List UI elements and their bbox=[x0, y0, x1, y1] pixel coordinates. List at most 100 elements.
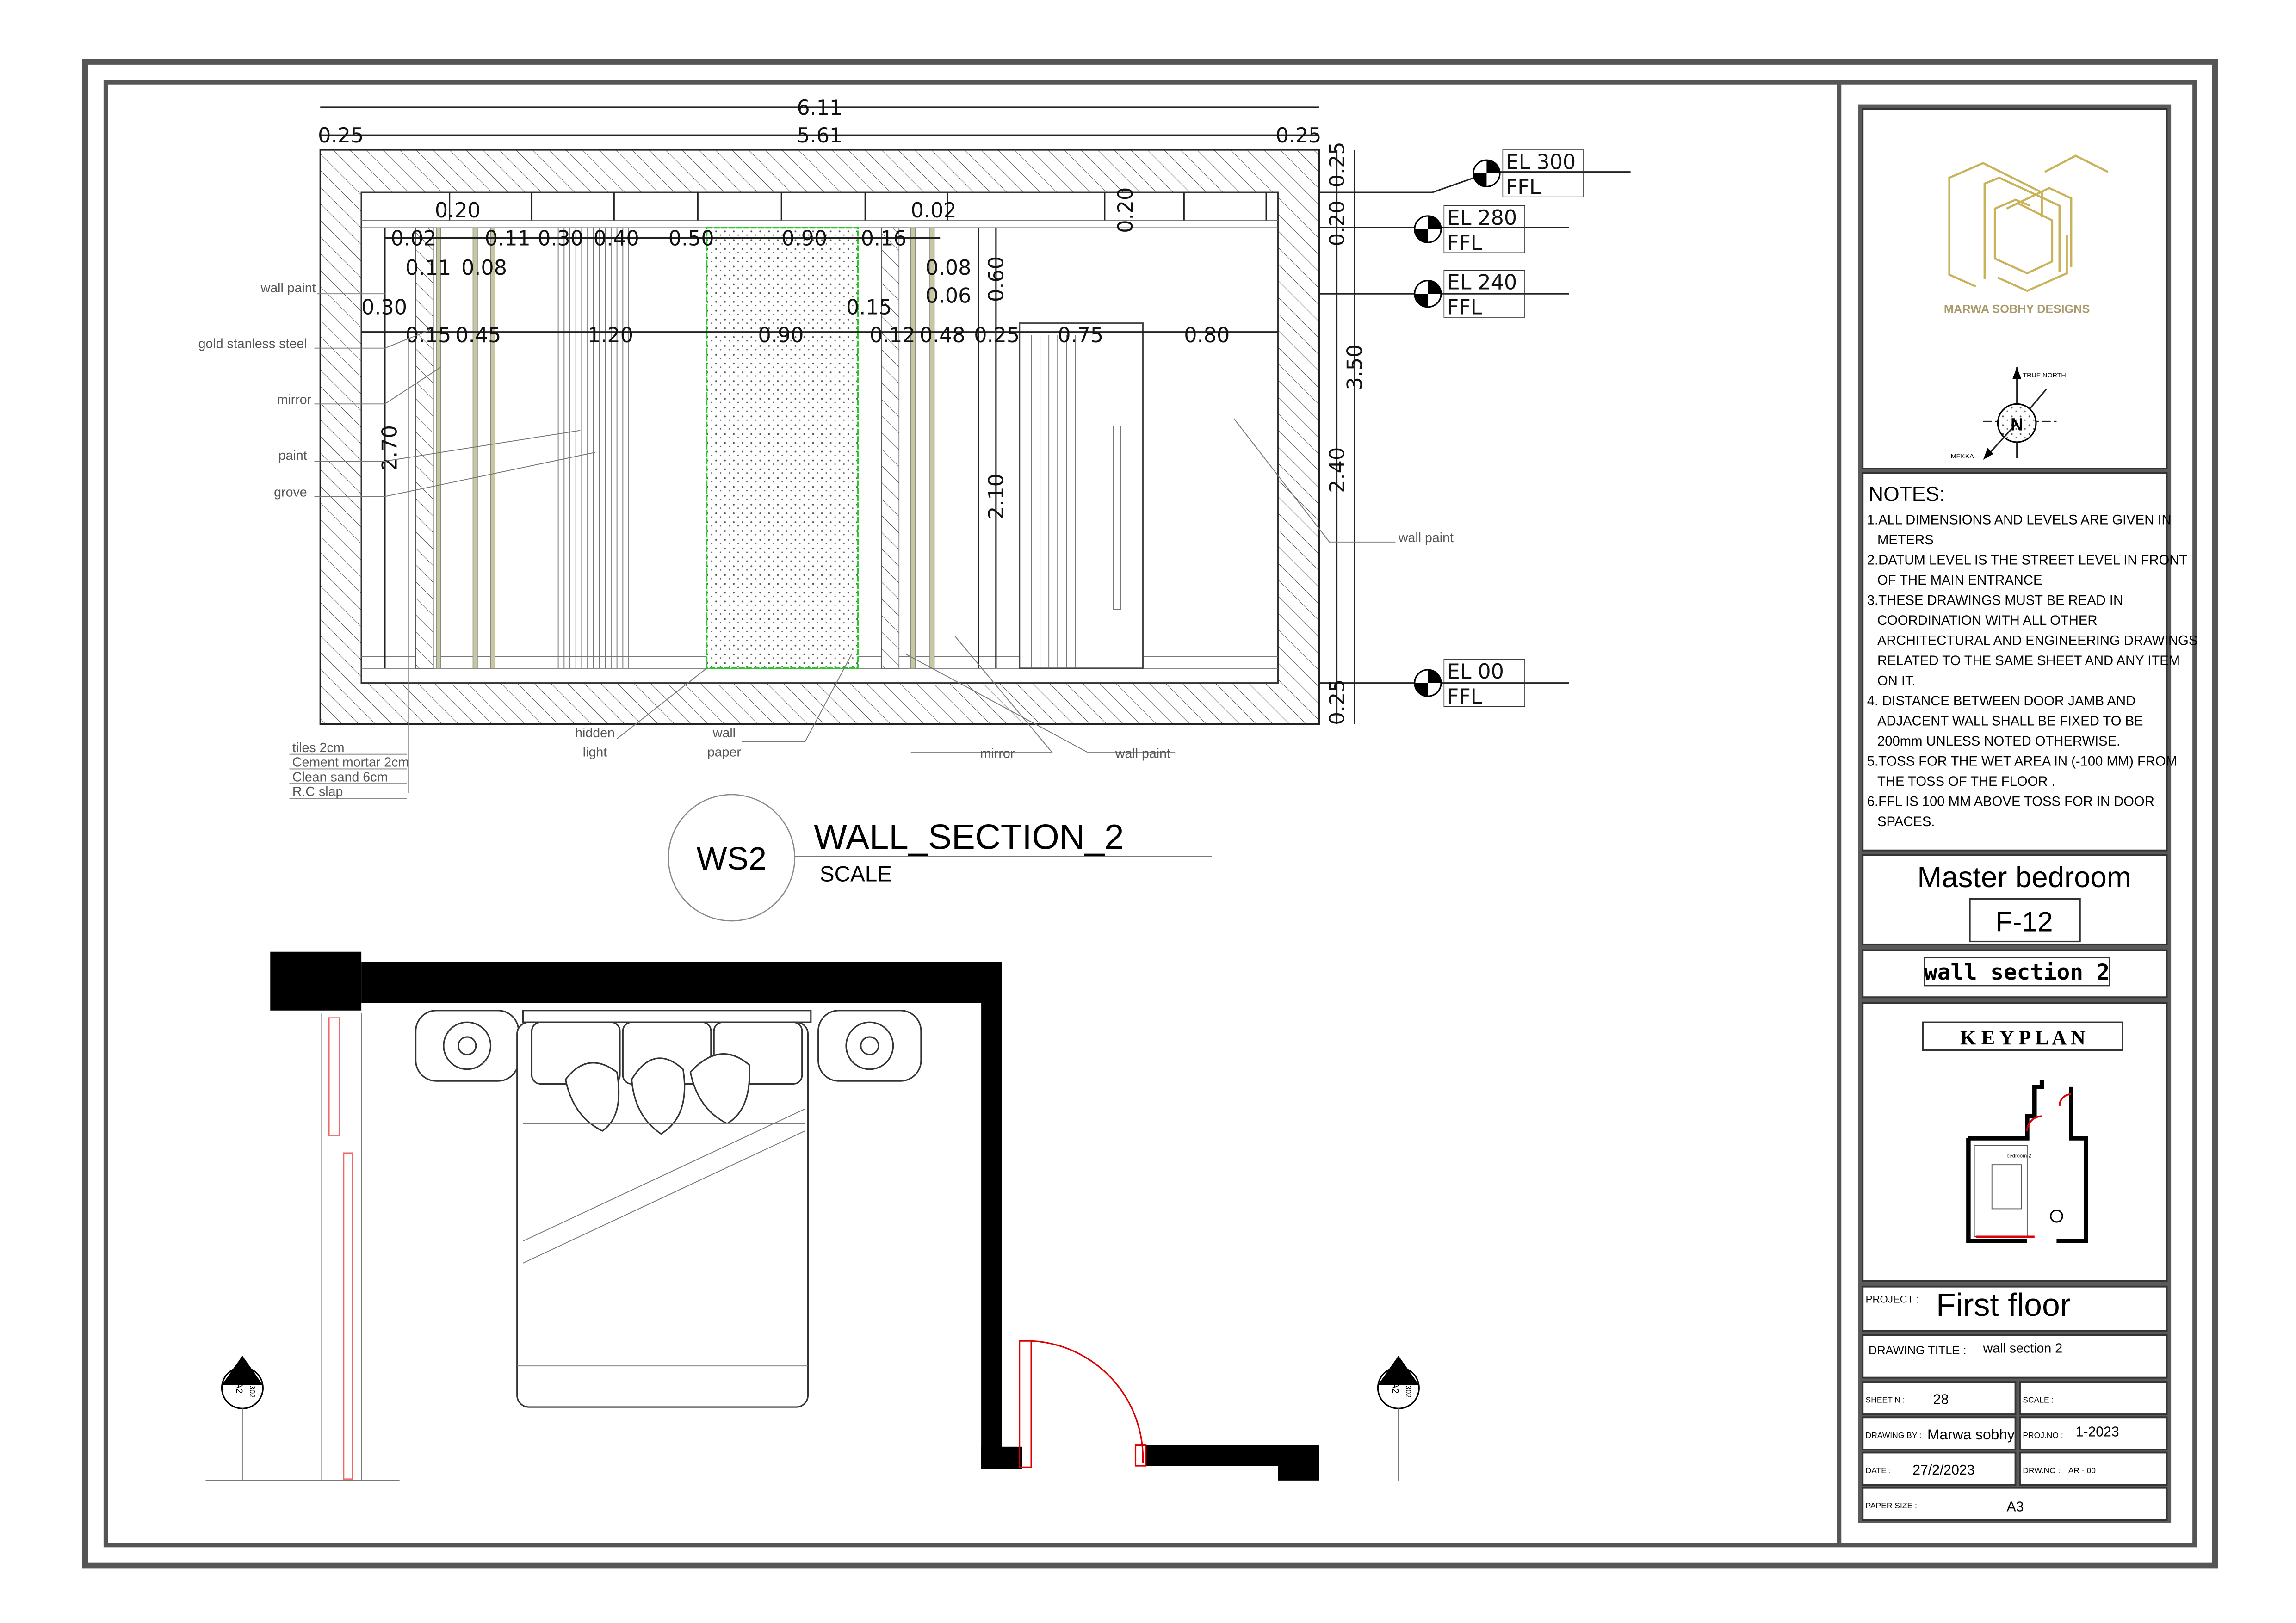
keyplan-drawing: bedroom 2 bbox=[1966, 1079, 2088, 1244]
dim-label: 0.20 bbox=[1114, 187, 1138, 233]
inner-frame bbox=[103, 80, 2197, 1548]
callout-label: grove bbox=[274, 485, 307, 500]
dim-label: 0.48 bbox=[920, 324, 965, 347]
note-line: METERS bbox=[1877, 533, 1934, 548]
dim-label: 0.45 bbox=[455, 324, 501, 347]
door-elevation bbox=[1019, 322, 1144, 669]
dim-label: 0.25 bbox=[1325, 142, 1349, 187]
dim-label: 0.16 bbox=[861, 227, 907, 250]
callout-label: hidden bbox=[575, 726, 615, 741]
sheet-title: wall section 2 bbox=[1924, 960, 2110, 985]
svg-text:bedroom 2: bedroom 2 bbox=[2006, 1153, 2031, 1159]
floor-plan: A2 A-302 A2 A-302 bbox=[205, 951, 1420, 1481]
note-line: RELATED TO THE SAME SHEET AND ANY ITEM bbox=[1877, 654, 2180, 668]
marker-sheet: A-302 bbox=[248, 1378, 256, 1398]
gold-strip bbox=[472, 227, 478, 669]
dim-label: 0.25 bbox=[1325, 679, 1349, 725]
mirror-panel-left bbox=[415, 227, 434, 669]
dim-label: 0.25 bbox=[318, 124, 364, 148]
paper-size-value: A3 bbox=[2006, 1500, 2024, 1515]
note-line: 6.FFL IS 100 MM ABOVE TOSS FOR IN DOOR bbox=[1867, 795, 2154, 809]
level-marker bbox=[1473, 159, 1501, 187]
callout-label: wall paint bbox=[1398, 531, 1454, 545]
dim-label: 3.50 bbox=[1343, 344, 1367, 390]
nightstand bbox=[817, 1010, 922, 1082]
proj-no-label: PROJ.NO : bbox=[2023, 1431, 2063, 1440]
dim-label: 0.80 bbox=[1184, 324, 1230, 347]
note-line: 2.DATUM LEVEL IS THE STREET LEVEL IN FRO… bbox=[1867, 553, 2188, 568]
level-marker bbox=[1414, 669, 1442, 697]
logo-text: MARWA SOBHY DESIGNS bbox=[1944, 302, 2090, 315]
drawing-by-label: DRAWING BY : bbox=[1866, 1431, 1922, 1440]
date-label: DATE : bbox=[1866, 1466, 1891, 1475]
note-line: ADJACENT WALL SHALL BE FIXED TO BE bbox=[1877, 714, 2143, 729]
note-line: THE TOSS OF THE FLOOR . bbox=[1877, 774, 2055, 789]
dim-label: 0.08 bbox=[461, 256, 507, 280]
callout-label: wall paint bbox=[260, 281, 316, 296]
level-ffl: FFL bbox=[1506, 175, 1541, 199]
level-ffl: FFL bbox=[1447, 685, 1482, 709]
dim-label: 0.11 bbox=[485, 227, 531, 250]
scale-label: SCALE : bbox=[2023, 1395, 2054, 1405]
dim-label: 0.60 bbox=[985, 256, 1009, 302]
svg-text:TRUE NORTH: TRUE NORTH bbox=[2023, 372, 2066, 379]
note-line: ON IT. bbox=[1877, 674, 1916, 689]
room-name: Master bedroom bbox=[1917, 861, 2131, 894]
callout-label: mirror bbox=[980, 747, 1015, 761]
note-line: 200mm UNLESS NOTED OTHERWISE. bbox=[1877, 734, 2120, 749]
dim-label: 0.25 bbox=[974, 324, 1020, 347]
dim-label: 2.40 bbox=[1325, 447, 1349, 493]
dim-label: 0.50 bbox=[668, 227, 714, 250]
drawing-title-value: wall section 2 bbox=[1983, 1341, 2062, 1356]
dim-label: 0.25 bbox=[1275, 124, 1321, 148]
level-ffl: FFL bbox=[1447, 296, 1482, 320]
title-block: MARWA SOBHY DESIGNS N TRUE NORTH MEKKA N… bbox=[1858, 104, 2197, 1523]
wardrobe-door bbox=[328, 1017, 340, 1136]
room-code: F-12 bbox=[1996, 906, 2053, 937]
notes-title: NOTES: bbox=[1869, 483, 1945, 506]
logo bbox=[1948, 154, 2109, 292]
marker-ref: A2 bbox=[1390, 1382, 1400, 1393]
note-line: ARCHITECTURAL AND ENGINEERING DRAWINGS bbox=[1877, 634, 2197, 648]
dim-label: 0.90 bbox=[781, 227, 827, 250]
marker-ref: A2 bbox=[234, 1382, 244, 1393]
dim-label: 5.61 bbox=[797, 124, 842, 148]
compass-icon: N TRUE NORTH MEKKA bbox=[1951, 367, 2066, 460]
level-el: EL bbox=[1506, 150, 1530, 174]
date-value: 27/2/2023 bbox=[1912, 1463, 1974, 1478]
note-line: SPACES. bbox=[1877, 815, 1935, 829]
bed bbox=[516, 1010, 812, 1408]
door-swing bbox=[1019, 1340, 1147, 1468]
level-ffl: FFL bbox=[1447, 231, 1482, 255]
dim-label: 6.11 bbox=[797, 96, 842, 120]
callout-label: paper bbox=[707, 745, 742, 759]
gold-strip bbox=[910, 227, 916, 669]
floor-layer: R.C slap bbox=[292, 784, 343, 799]
note-line: 5.TOSS FOR THE WET AREA IN (-100 MM) FRO… bbox=[1867, 754, 2177, 769]
dim-label: 0.15 bbox=[405, 324, 451, 347]
level-value: 00 bbox=[1478, 660, 1504, 684]
dim-label: 0.40 bbox=[594, 227, 639, 250]
dim-label: 0.30 bbox=[361, 296, 407, 320]
level-marker bbox=[1414, 280, 1442, 308]
callout-label: paint bbox=[278, 448, 307, 463]
dim-label: 0.20 bbox=[435, 199, 481, 222]
sheet-value: 28 bbox=[1933, 1392, 1949, 1407]
level-el: EL bbox=[1447, 660, 1472, 684]
dim-label: 2.10 bbox=[985, 474, 1009, 519]
callout-label: light bbox=[583, 745, 607, 759]
marker-sheet: A-302 bbox=[1404, 1378, 1412, 1398]
gold-strip bbox=[490, 227, 495, 669]
callout-label: wall paint bbox=[1115, 747, 1170, 761]
dim-label: 0.30 bbox=[538, 227, 583, 250]
drawing-by-value: Marwa sobhy bbox=[1927, 1426, 2015, 1443]
nightstand bbox=[415, 1010, 520, 1082]
level-value: 240 bbox=[1478, 271, 1517, 295]
outer-frame bbox=[82, 59, 2218, 1569]
level-value: 280 bbox=[1478, 206, 1517, 230]
callout-label: mirror bbox=[277, 392, 312, 407]
dim-label: 0.75 bbox=[1058, 324, 1103, 347]
callout-label: gold stanless steel bbox=[198, 337, 307, 352]
